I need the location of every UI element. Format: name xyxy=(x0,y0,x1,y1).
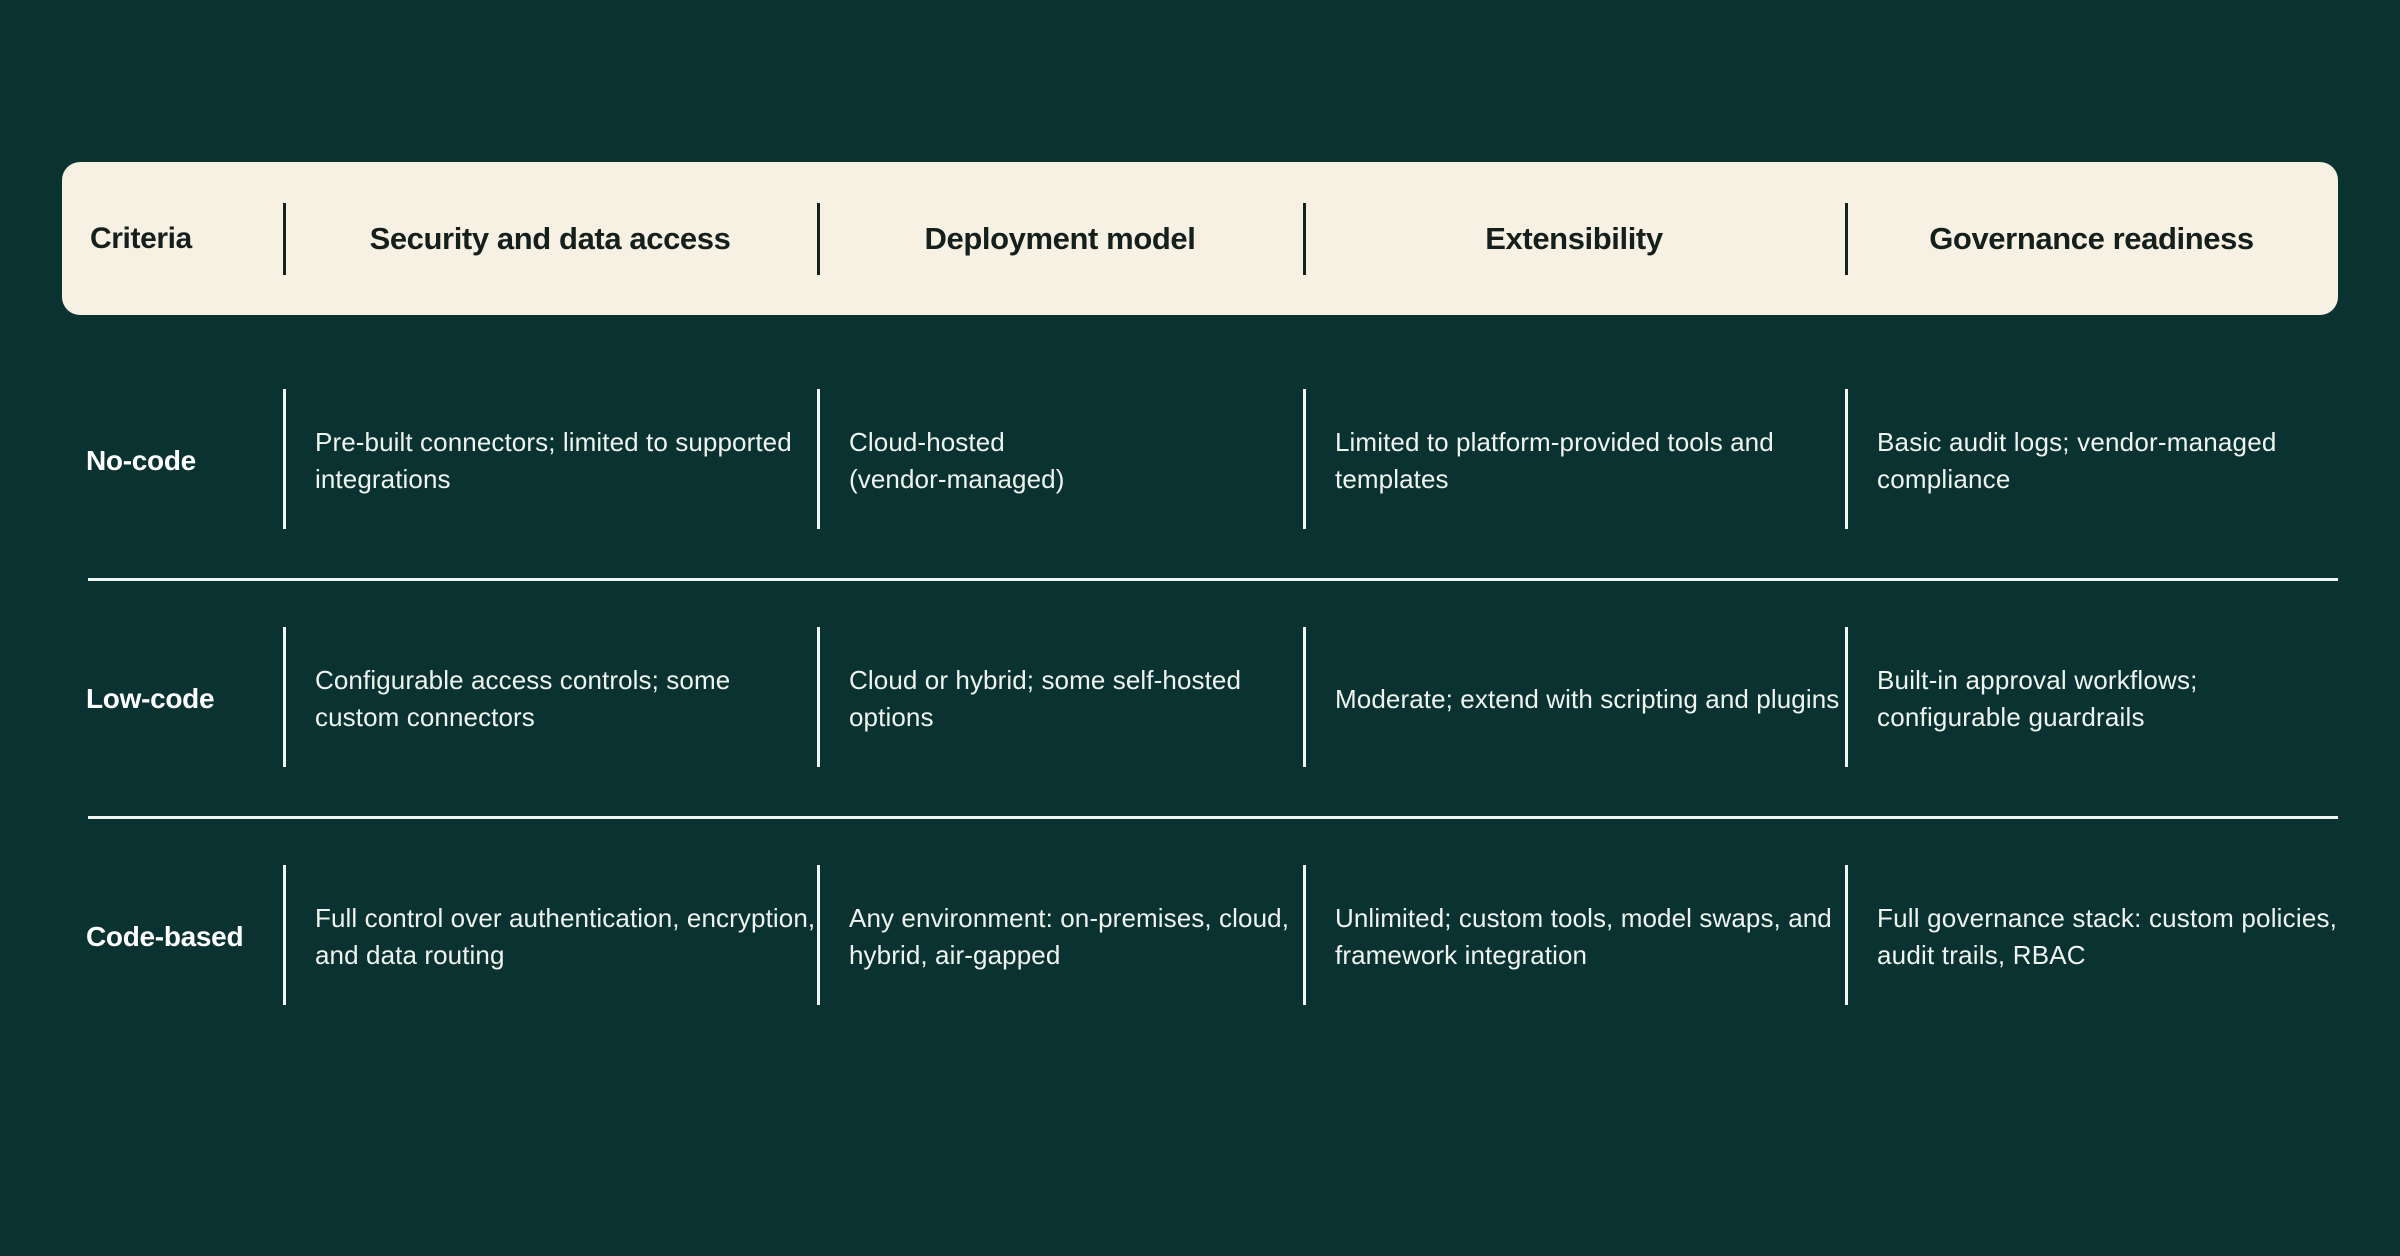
cell-divider-icon xyxy=(1303,389,1306,529)
column-header-governance: Governance readiness xyxy=(1845,162,2338,315)
table-row: Low-code Configurable access controls; s… xyxy=(62,578,2338,816)
cell-text: Any environment: on-premises, cloud, hyb… xyxy=(849,903,1290,970)
column-header-label: Deployment model xyxy=(924,220,1196,256)
table-body: No-code Pre-built connectors; limited to… xyxy=(62,340,2338,1054)
row-label: Low-code xyxy=(86,683,215,714)
column-header-deployment: Deployment model xyxy=(817,162,1303,315)
cell-divider-icon xyxy=(1303,865,1306,1005)
header-divider-icon xyxy=(1303,202,1306,275)
column-header-security: Security and data access xyxy=(283,162,817,315)
cell-divider-icon xyxy=(1845,627,1848,767)
cell-security: Configurable access controls; some custo… xyxy=(283,578,817,816)
cell-text: Pre-built connectors; limited to support… xyxy=(315,427,792,494)
cell-security: Full control over authentication, encryp… xyxy=(283,816,817,1054)
cell-deployment: Cloud or hybrid; some self-hosted option… xyxy=(817,578,1303,816)
cell-extensibility: Moderate; extend with scripting and plug… xyxy=(1303,578,1845,816)
cell-text: Configurable access controls; some custo… xyxy=(315,665,731,732)
cell-divider-icon xyxy=(1303,627,1306,767)
column-header-label: Governance readiness xyxy=(1929,220,2254,256)
row-label: No-code xyxy=(86,445,196,476)
cell-text: Full governance stack: custom policies, … xyxy=(1877,903,2338,970)
table-header-card: Criteria Security and data access Deploy… xyxy=(62,162,2338,315)
column-header-label: Extensibility xyxy=(1485,220,1663,256)
cell-divider-icon xyxy=(283,389,286,529)
cell-divider-icon xyxy=(817,627,820,767)
cell-text: Cloud or hybrid; some self-hosted option… xyxy=(849,665,1242,732)
column-header-label: Security and data access xyxy=(369,220,731,256)
cell-extensibility: Limited to platform-provided tools and t… xyxy=(1303,340,1845,578)
cell-text: Full control over authentication, encryp… xyxy=(315,903,816,970)
cell-deployment: Any environment: on-premises, cloud, hyb… xyxy=(817,816,1303,1054)
header-divider-icon xyxy=(1845,202,1848,275)
cell-text: Moderate; extend with scripting and plug… xyxy=(1335,683,1840,714)
column-header-extensibility: Extensibility xyxy=(1303,162,1845,315)
cell-divider-icon xyxy=(817,389,820,529)
row-label-cell: Code-based xyxy=(62,816,283,1054)
cell-governance: Full governance stack: custom policies, … xyxy=(1845,816,2338,1054)
row-divider xyxy=(88,578,2338,581)
cell-divider-icon xyxy=(1845,865,1848,1005)
header-divider-icon xyxy=(817,202,820,275)
cell-security: Pre-built connectors; limited to support… xyxy=(283,340,817,578)
table-row: No-code Pre-built connectors; limited to… xyxy=(62,340,2338,578)
cell-text: Limited to platform-provided tools and t… xyxy=(1335,427,1774,494)
column-header-label: Criteria xyxy=(90,221,192,255)
cell-deployment: Cloud-hosted (vendor-managed) xyxy=(817,340,1303,578)
table-row: Code-based Full control over authenticat… xyxy=(62,816,2338,1054)
row-divider xyxy=(88,816,2338,819)
row-label-cell: No-code xyxy=(62,340,283,578)
cell-text: Built-in approval workflows; configurabl… xyxy=(1877,665,2198,732)
cell-governance: Built-in approval workflows; configurabl… xyxy=(1845,578,2338,816)
cell-governance: Basic audit logs; vendor-managed complia… xyxy=(1845,340,2338,578)
cell-extensibility: Unlimited; custom tools, model swaps, an… xyxy=(1303,816,1845,1054)
row-label-cell: Low-code xyxy=(62,578,283,816)
row-label: Code-based xyxy=(86,921,244,952)
cell-divider-icon xyxy=(817,865,820,1005)
cell-divider-icon xyxy=(1845,389,1848,529)
cell-text: Cloud-hosted (vendor-managed) xyxy=(849,427,1065,494)
cell-divider-icon xyxy=(283,865,286,1005)
cell-text: Basic audit logs; vendor-managed complia… xyxy=(1877,427,2277,494)
cell-text: Unlimited; custom tools, model swaps, an… xyxy=(1335,903,1832,970)
column-header-criteria: Criteria xyxy=(62,162,283,315)
header-divider-icon xyxy=(283,202,286,275)
cell-divider-icon xyxy=(283,627,286,767)
